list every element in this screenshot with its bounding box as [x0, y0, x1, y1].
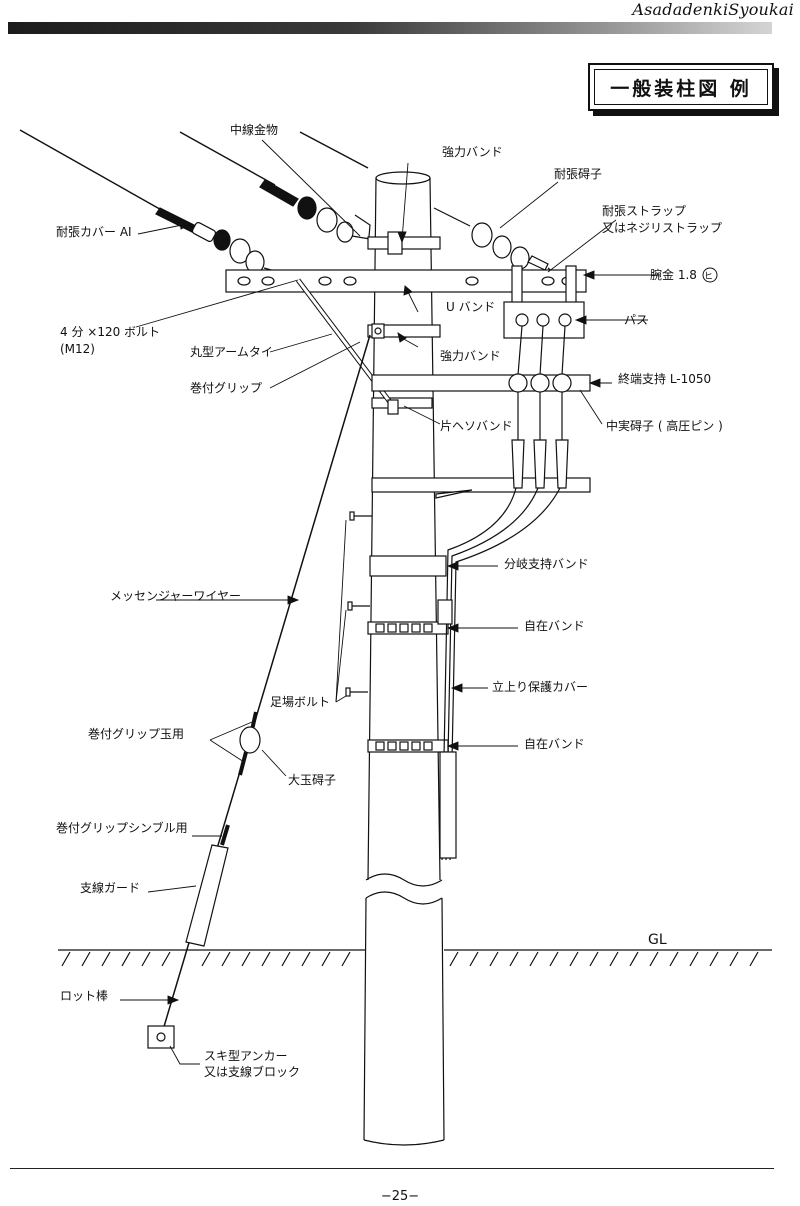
label-makitsuke-tama: 巻付グリップ玉用	[88, 727, 184, 741]
termination-support	[371, 373, 591, 489]
label-anchor-1: スキ型アンカー	[204, 1049, 288, 1063]
label-bunki-band: 分岐支持バンド	[504, 556, 589, 571]
label-makitsuke-grip: 巻付グリップ	[190, 381, 262, 395]
label-otama-gaishi: 大玉碍子	[288, 773, 336, 787]
label-makitsuke-thimble: 巻付グリップシンブル用	[56, 820, 188, 835]
label-nakasen-kanamono: 中線金物	[230, 122, 278, 137]
diagram-labels: 中線金物 強力バンド 耐張碍子 耐張ストラップ 又はネジリストラップ 耐張カバー…	[56, 122, 723, 1079]
riser-cables	[437, 487, 561, 861]
header-bar	[8, 22, 772, 34]
label-ashiba-bolt: 足場ボルト	[270, 695, 330, 709]
page-title: 一般装柱図 例	[594, 69, 768, 105]
tension-cover-assembly-left	[155, 207, 301, 279]
label-bolt-2: (M12)	[60, 342, 95, 356]
label-taicho-gaishi: 耐張碍子	[554, 167, 602, 181]
label-kyoryoku-band-2: 強力バンド	[440, 349, 501, 363]
label-taicho-strap: 耐張ストラップ	[602, 204, 686, 218]
label-u-band: U バンド	[446, 300, 495, 314]
label-matawa-nejiri: 又はネジリストラップ	[602, 221, 722, 235]
utility-pole	[363, 171, 445, 1146]
label-maru-arm-tie: 丸型アームタイ	[190, 345, 273, 359]
label-jizai-band-1: 自在バンド	[524, 619, 585, 633]
step-bolts	[345, 511, 372, 697]
ground-line	[58, 949, 772, 967]
label-anchor-2: 又は支線ブロック	[204, 1064, 300, 1079]
right-insulator-string	[433, 207, 561, 279]
label-kyoryoku-band-top: 強力バンド	[442, 145, 503, 159]
header-brand: AsadadenkiSyoukai	[632, 0, 794, 19]
label-udegane-mark: ヒ	[704, 271, 713, 282]
label-udegane: 腕金 1.8	[650, 267, 697, 282]
pas-switch	[503, 265, 585, 376]
page-number: −25−	[380, 1189, 420, 1204]
label-jizai-band-2: 自在バンド	[524, 737, 585, 751]
label-chujitsu-gaishi: 中実碍子 ( 高圧ピン )	[606, 418, 723, 433]
label-gl: GL	[648, 932, 667, 948]
guy-wire	[147, 334, 371, 1049]
label-taicho-cover: 耐張カバー AI	[56, 225, 132, 239]
label-shisen-guard: 支線ガード	[80, 880, 140, 895]
arm-tie	[296, 278, 399, 415]
label-kata-hezo-band: 片ヘソバンド	[440, 419, 513, 433]
footer-rule	[10, 1168, 774, 1169]
label-tachiagari-cover: 立上り保護カバー	[492, 679, 588, 694]
label-rod-bar: ロット棒	[60, 989, 108, 1003]
title-box: 一般装柱図 例	[588, 63, 774, 111]
udegane-mark-circle	[702, 267, 718, 283]
label-shutan-shiji: 終端支持 L-1050	[618, 371, 711, 386]
overhead-wires	[19, 129, 369, 213]
label-bolt-1: 4 分 ×120 ボルト	[60, 325, 160, 339]
label-pas: パス	[624, 313, 648, 327]
middle-insulator-string	[259, 179, 377, 249]
leader-lines	[120, 139, 660, 1065]
label-messenger: メッセンジャーワイヤー	[110, 589, 241, 603]
